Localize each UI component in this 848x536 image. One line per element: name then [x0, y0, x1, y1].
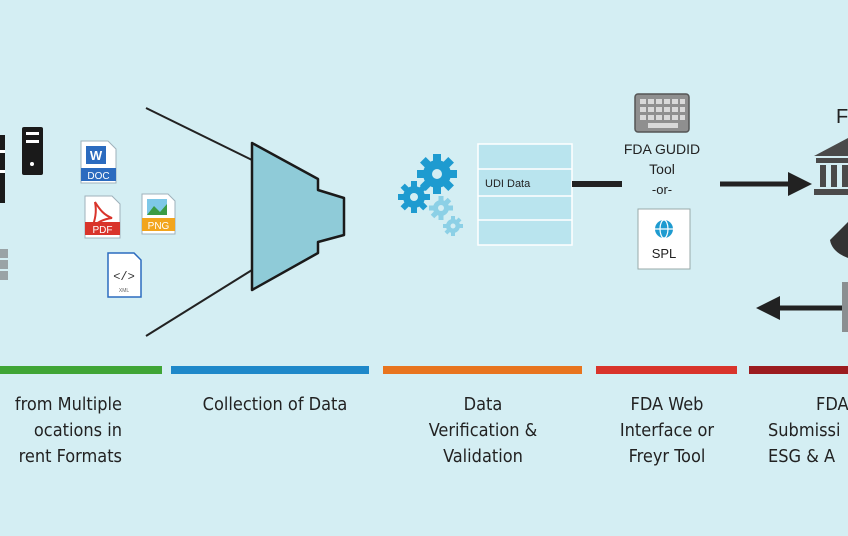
gudid-tool-subtitle: Tool	[649, 161, 675, 177]
stage-caption-line: Submissi	[768, 420, 841, 441]
stage-bar-5	[749, 366, 848, 374]
doc-file-label: DOC	[87, 171, 109, 182]
funnel-shape	[250, 141, 346, 292]
stage-bar-1	[0, 366, 162, 374]
funnel-top-line	[145, 107, 253, 161]
pdf-file-icon: PDF	[84, 195, 121, 239]
stage-caption-line: FDA	[816, 394, 848, 415]
png-file-icon: PNG	[141, 193, 176, 235]
gears-icon	[398, 154, 463, 236]
svg-text:W: W	[90, 148, 103, 163]
xml-file-icon: </> XML	[107, 252, 142, 298]
stage-caption-line: Freyr Tool	[628, 446, 706, 467]
gudid-or-label: -or-	[652, 182, 672, 197]
stage-caption-line: ocations in	[33, 420, 122, 441]
stage-caption-line: Collection of Data	[202, 394, 348, 415]
stage-caption-line: Validation	[443, 446, 523, 467]
stage-caption-line: Interface or	[619, 420, 715, 441]
stage-caption-line: Data	[463, 394, 503, 415]
database-icon	[0, 249, 8, 280]
funnel-bottom-line	[145, 269, 253, 337]
png-file-label: PNG	[148, 221, 170, 232]
stage-bar-4	[596, 366, 737, 374]
stage-caption-line: rent Formats	[18, 446, 122, 467]
udi-data-label: UDI Data	[485, 178, 531, 190]
right-partial-device-icon	[842, 282, 848, 332]
stage-bar-3	[383, 366, 582, 374]
stage-bar-2	[171, 366, 369, 374]
stage-bars	[0, 366, 848, 374]
fda-building-icon: F	[814, 106, 848, 258]
spl-icon: SPL	[637, 208, 691, 270]
xml-file-label: XML	[119, 288, 130, 294]
stage-caption-line: Verification &	[428, 420, 538, 441]
left-arrow-icon	[756, 296, 848, 320]
stage-caption-line: from Multiple	[14, 394, 122, 415]
server-icon	[0, 135, 5, 203]
computer-tower-icon	[22, 127, 43, 175]
fda-partial-label: F	[836, 106, 848, 128]
stage-caption-line: ESG & A	[768, 446, 836, 467]
pdf-file-label: PDF	[93, 225, 113, 236]
spl-label: SPL	[652, 246, 677, 261]
right-arrow-icon	[720, 172, 812, 196]
stage-caption-1: from Multiple ocations in rent Formats	[0, 392, 122, 470]
keyboard-icon	[634, 93, 690, 133]
doc-file-icon: W DOC	[80, 140, 117, 184]
udi-data-table: UDI Data	[477, 143, 573, 246]
stage-caption-2: Collection of Data	[170, 392, 380, 418]
stage-caption-line: FDA Web	[630, 394, 704, 415]
gudid-tool-title: FDA GUDID	[624, 141, 700, 157]
svg-text:</>: </>	[113, 270, 135, 284]
